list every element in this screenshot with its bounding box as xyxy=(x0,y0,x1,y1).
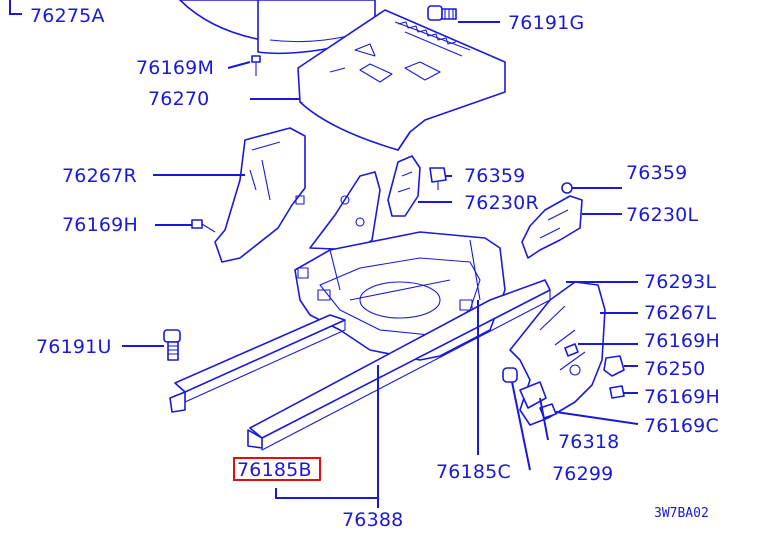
label-76250[interactable]: 76250 xyxy=(644,358,705,380)
label-76185c[interactable]: 76185C xyxy=(436,461,511,483)
frame-corner-line xyxy=(9,0,22,15)
slide-rail-76185c xyxy=(247,279,551,451)
recliner-76230l xyxy=(521,195,583,259)
label-76169h-right[interactable]: 76169H xyxy=(644,330,720,352)
screw-76169h-right xyxy=(564,343,579,357)
label-76191g[interactable]: 76191G xyxy=(508,12,584,34)
label-76388[interactable]: 76388 xyxy=(342,509,403,531)
label-76185b[interactable]: 76185B xyxy=(237,459,312,481)
label-76169h-left[interactable]: 76169H xyxy=(62,214,138,236)
label-76275a[interactable]: 76275A xyxy=(30,5,105,27)
clip-76250 xyxy=(603,355,625,377)
label-76299[interactable]: 76299 xyxy=(552,463,613,485)
slide-rail-76185b xyxy=(169,314,346,413)
part-labels: 76275A 76191G 76169M 76270 76267R 76359 … xyxy=(30,5,720,531)
label-76318[interactable]: 76318 xyxy=(558,431,619,453)
label-76169h-lower[interactable]: 76169H xyxy=(644,386,720,408)
label-76267l[interactable]: 76267L xyxy=(644,302,716,324)
label-76270[interactable]: 76270 xyxy=(148,88,209,110)
cap-76299 xyxy=(502,367,518,383)
label-76230l[interactable]: 76230L xyxy=(626,204,698,226)
label-76169c[interactable]: 76169C xyxy=(644,415,719,437)
screw-76169m xyxy=(251,55,261,76)
bolt-76359-center xyxy=(429,167,447,190)
bolt-76191g xyxy=(427,5,457,21)
label-76293l[interactable]: 76293L xyxy=(644,271,716,293)
recliner-76230r xyxy=(387,155,421,217)
highlight-box-76185b xyxy=(233,457,321,481)
label-76359-right[interactable]: 76359 xyxy=(626,162,687,184)
side-cover-76267r xyxy=(214,127,306,263)
screw-76169h-left xyxy=(191,219,216,233)
bolt-76191u xyxy=(163,329,181,361)
label-76230r[interactable]: 76230R xyxy=(464,192,539,214)
label-76359-center[interactable]: 76359 xyxy=(464,165,525,187)
label-76191u[interactable]: 76191U xyxy=(36,336,112,358)
label-76267r[interactable]: 76267R xyxy=(62,165,137,187)
bolt-76359-right xyxy=(561,182,573,194)
seat-shell-76270 xyxy=(297,9,506,151)
leader-lines xyxy=(122,21,639,508)
label-76169m[interactable]: 76169M xyxy=(136,57,214,79)
screw-76169h-lower xyxy=(609,385,625,399)
knob-76318 xyxy=(519,381,547,409)
diagram-code: 3W7BA02 xyxy=(654,506,709,521)
